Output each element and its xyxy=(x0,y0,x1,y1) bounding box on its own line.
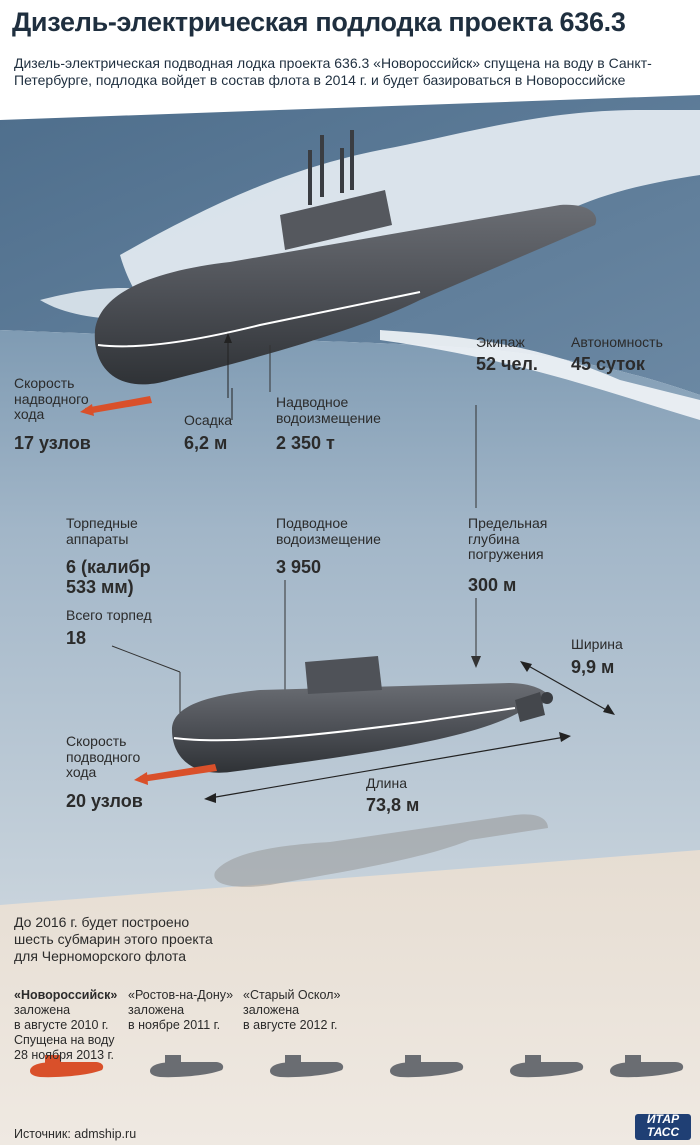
submerged-submarine xyxy=(172,656,553,773)
draft-value: 6,2 м xyxy=(184,433,228,453)
crew-label: Экипаж xyxy=(476,334,525,350)
page-subtitle: Дизель-электрическая подводная лодка про… xyxy=(14,55,652,89)
surface-displacement-label: Надводное водоизмещение xyxy=(276,394,381,426)
fleet-note: До 2016 г. будет построено шесть субмари… xyxy=(14,914,213,964)
sub-2-name: «Ростов-на-Дону» xyxy=(128,988,234,1002)
sub-3-name: «Старый Оскол» xyxy=(243,988,341,1002)
page-title: Дизель-электрическая подлодка проекта 63… xyxy=(12,7,626,37)
submerged-displacement-label: Подводное водоизмещение xyxy=(276,515,381,547)
fleet-icon-4 xyxy=(510,1055,584,1078)
draft-label: Осадка xyxy=(184,412,233,428)
torpedo-tubes-label: Торпедные аппараты xyxy=(66,515,138,547)
sub-1-details: заложена в августе 2010 г. Спущена на во… xyxy=(14,1003,115,1062)
submerged-speed-value: 20 узлов xyxy=(66,791,143,811)
fleet-icon-2 xyxy=(270,1055,344,1078)
max-depth-label: Предельная глубина погружения xyxy=(468,515,548,563)
fleet-icon-5 xyxy=(610,1055,684,1078)
submerged-displacement-value: 3 950 xyxy=(276,557,322,577)
autonomy-label: Автономность xyxy=(571,334,663,350)
logo-text: ИТАР ТАСС xyxy=(646,1112,680,1139)
submerged-speed-label: Скорость подводного хода xyxy=(66,733,141,781)
sub-2-info: «Ростов-на-Дону» заложена в ноябре 2011 … xyxy=(128,988,233,1033)
surface-speed-value: 17 узлов xyxy=(14,433,91,453)
surface-speed-label: Скорость надводного хода xyxy=(14,375,89,423)
torpedo-tubes-value: 6 (калибр 533 мм) xyxy=(66,557,151,598)
crew-value: 52 чел. xyxy=(476,354,538,374)
sub-2-details: заложена в ноябре 2011 г. xyxy=(128,1003,221,1032)
underwater xyxy=(0,330,700,905)
sub-1-info: «Новороссийск» заложена в августе 2010 г… xyxy=(14,988,117,1063)
max-depth-value: 300 м xyxy=(468,575,517,595)
itar-tass-logo xyxy=(635,1114,691,1140)
fleet-icon-3 xyxy=(390,1055,464,1078)
surface-displacement-value: 2 350 т xyxy=(276,433,335,453)
sub-1-name: «Новороссийск» xyxy=(14,988,118,1002)
sub-3-info: «Старый Оскол» заложена в августе 2012 г… xyxy=(243,988,340,1033)
autonomy-value: 45 суток xyxy=(571,354,645,374)
torpedoes-value: 18 xyxy=(66,628,87,648)
fleet-icon-1 xyxy=(150,1055,224,1078)
width-label: Ширина xyxy=(571,636,623,652)
length-value: 73,8 м xyxy=(366,795,420,815)
width-value: 9,9 м xyxy=(571,657,615,677)
surface-submarine xyxy=(94,130,597,385)
fleet-icon-0 xyxy=(30,1055,104,1078)
fleet-icons xyxy=(30,1055,684,1078)
submarine-shadow xyxy=(214,814,548,887)
length-label: Длина xyxy=(366,775,407,791)
torpedoes-label: Всего торпед xyxy=(66,607,152,623)
source-note: Источник: admship.ru xyxy=(14,1127,137,1141)
sub-3-details: заложена в августе 2012 г. xyxy=(243,1003,338,1032)
